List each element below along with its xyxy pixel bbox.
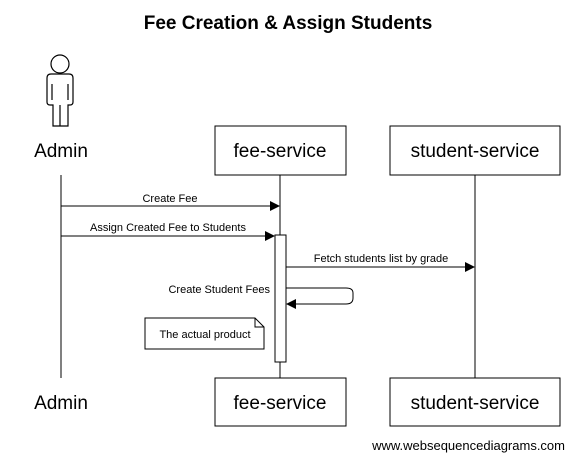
participant-box-fee-service-bottom: [214, 377, 347, 427]
participant-box-fee-service-top: [214, 125, 347, 176]
note-fold: [254, 318, 264, 328]
participant-student-service-top: student-service: [411, 141, 540, 162]
note-text: The actual product: [159, 329, 250, 341]
participant-box-student-service-bottom: [389, 377, 561, 427]
message-arrow-create-student-fees: [286, 287, 354, 309]
participant-fee-service-top: fee-service: [234, 141, 327, 162]
participant-box-student-service-top: [389, 125, 561, 176]
footer-link[interactable]: www.websequencediagrams.com: [371, 438, 565, 453]
message-label-assign-fee: Assign Created Fee to Students: [90, 222, 246, 234]
diagram-title: Fee Creation & Assign Students: [144, 13, 433, 34]
stick-figure-icon: [46, 54, 74, 127]
activation-bar-fee-service: [274, 234, 287, 363]
participant-student-service-bottom: student-service: [411, 393, 540, 414]
note-box: [144, 317, 265, 350]
participant-fee-service-bottom: fee-service: [234, 393, 327, 414]
participant-admin-bottom: Admin: [34, 393, 88, 414]
participant-admin-top: Admin: [34, 141, 88, 162]
message-label-create-student-fees: Create Student Fees: [168, 284, 270, 296]
message-label-fetch-students: Fetch students list by grade: [314, 253, 449, 265]
message-label-create-fee: Create Fee: [142, 193, 197, 205]
